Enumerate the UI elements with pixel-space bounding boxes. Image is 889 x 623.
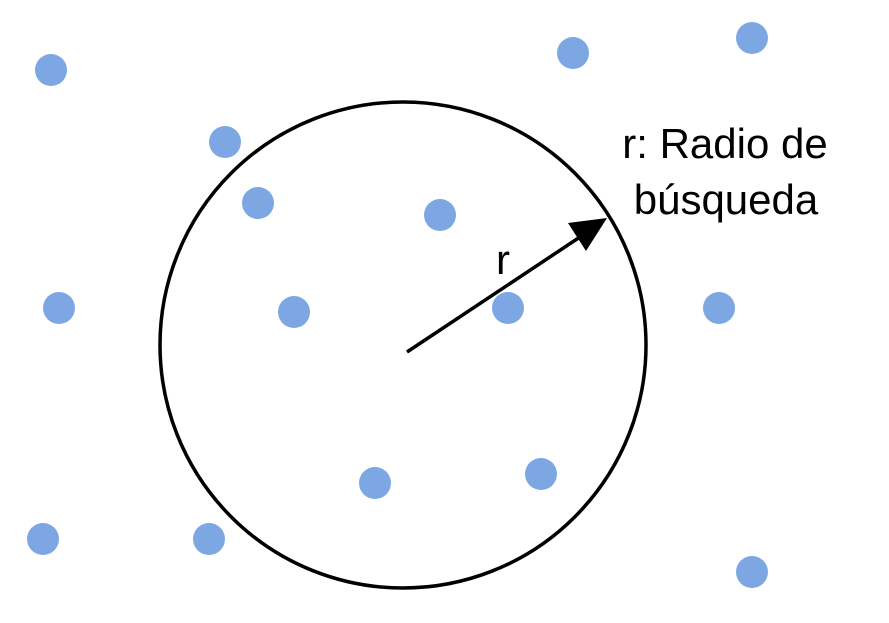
data-point-2 [209,126,241,158]
radius-arrow-head [568,218,607,251]
data-point-15 [736,556,768,588]
caption-line-2: búsqueda [634,176,819,223]
radius-arrow-line [406,231,587,354]
data-point-8 [278,296,310,328]
data-point-14 [193,523,225,555]
radius-label: r [496,236,510,283]
search-circle [158,100,648,590]
data-point-1 [35,54,67,86]
data-point-6 [736,22,768,54]
caption-line-1: r: Radio de [622,120,827,167]
data-point-10 [703,292,735,324]
data-point-11 [359,467,391,499]
data-point-12 [525,458,557,490]
data-point-7 [43,292,75,324]
data-point-13 [27,523,59,555]
data-point-9 [492,292,524,324]
data-point-4 [424,199,456,231]
data-point-5 [557,37,589,69]
points-layer [27,22,768,588]
data-point-3 [242,187,274,219]
